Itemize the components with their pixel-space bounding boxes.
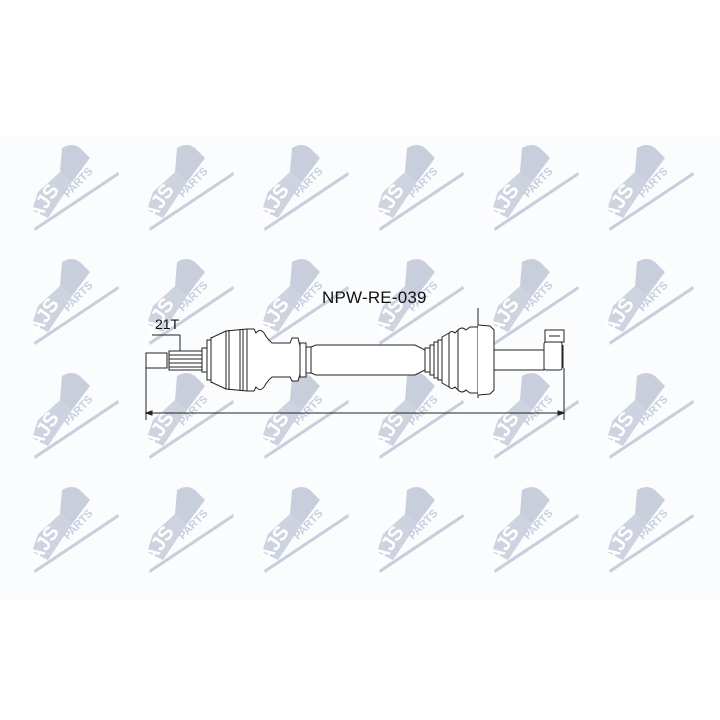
ajs-parts-watermark: AJS PARTS [480,132,590,242]
ajs-parts-watermark: AJS PARTS [365,246,475,356]
ajs-parts-watermark: AJS PARTS [20,132,130,242]
ajs-parts-logo-icon: AJS PARTS [254,487,349,573]
ajs-parts-logo-icon: AJS PARTS [24,259,119,345]
ajs-parts-watermark: AJS PARTS [365,132,475,242]
ajs-parts-logo-icon: AJS PARTS [599,373,694,459]
ajs-parts-watermark: AJS PARTS [365,360,475,470]
ajs-parts-watermark: AJS PARTS [595,360,705,470]
ajs-parts-watermark: AJS PARTS [595,246,705,356]
stub-end [145,352,168,369]
ajs-parts-logo-icon: AJS PARTS [139,259,234,345]
ajs-parts-logo-icon: AJS PARTS [599,145,694,231]
ajs-parts-watermark: AJS PARTS [135,360,245,470]
ajs-parts-watermark: AJS PARTS [135,474,245,584]
ajs-parts-logo-icon: AJS PARTS [599,487,694,573]
part-number-label: NPW-RE-039 [322,288,427,307]
ajs-parts-watermark: AJS PARTS [480,474,590,584]
ajs-parts-watermark: AJS PARTS [135,246,245,356]
ajs-parts-logo-icon: AJS PARTS [139,373,234,459]
ajs-parts-logo-icon: AJS PARTS [369,145,464,231]
ajs-parts-watermark: AJS PARTS [250,132,360,242]
ajs-parts-watermark: AJS PARTS [20,360,130,470]
ajs-parts-logo-icon: AJS PARTS [24,487,119,573]
ajs-parts-watermark: AJS PARTS [365,474,475,584]
ajs-parts-logo-icon: AJS PARTS [24,145,119,231]
ajs-parts-logo-icon: AJS PARTS [139,145,234,231]
main-shaft [310,344,426,376]
ajs-parts-watermark: AJS PARTS [595,474,705,584]
ajs-parts-watermark: AJS PARTS [480,360,590,470]
ajs-parts-logo-icon: AJS PARTS [484,373,579,459]
ajs-parts-logo-icon: AJS PARTS [484,145,579,231]
ajs-parts-logo-icon: AJS PARTS [139,487,234,573]
ajs-parts-watermark: AJS PARTS [20,246,130,356]
ajs-parts-logo-icon: AJS PARTS [254,373,349,459]
ajs-parts-watermark: AJS PARTS [135,132,245,242]
ajs-parts-watermark: AJS PARTS [595,132,705,242]
ajs-parts-watermark: AJS PARTS [250,360,360,470]
ajs-parts-watermark: AJS PARTS [250,474,360,584]
ajs-parts-logo-icon: AJS PARTS [24,373,119,459]
ajs-parts-watermark: AJS PARTS [250,246,360,356]
ajs-parts-logo-icon: AJS PARTS [254,145,349,231]
ajs-parts-logo-icon: AJS PARTS [484,487,579,573]
spline-count-label: 21T [155,316,180,332]
ajs-parts-logo-icon: AJS PARTS [369,259,464,345]
ajs-parts-logo-icon: AJS PARTS [599,259,694,345]
ajs-parts-logo-icon: AJS PARTS [369,487,464,573]
ajs-parts-watermark: AJS PARTS [20,474,130,584]
ajs-parts-logo-icon: AJS PARTS [369,373,464,459]
ajs-parts-logo-icon: AJS PARTS [254,259,349,345]
